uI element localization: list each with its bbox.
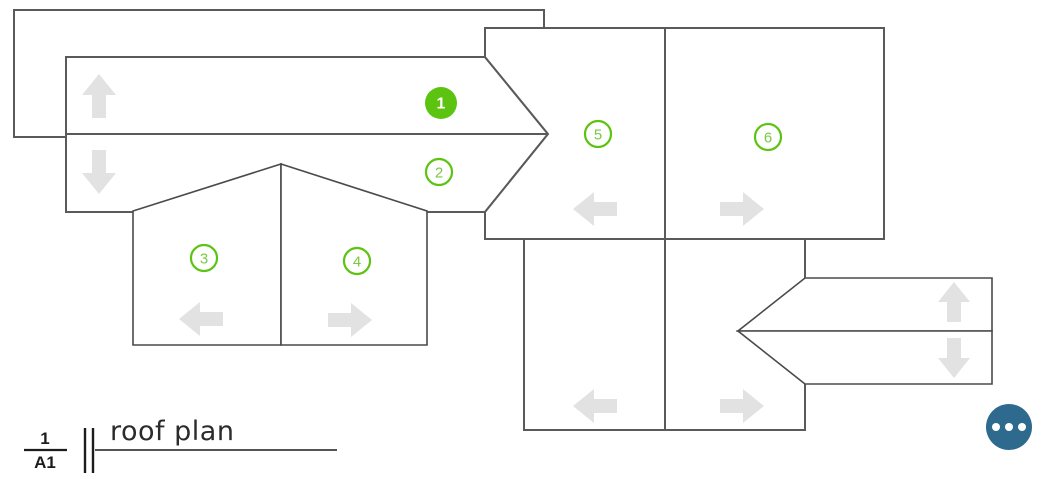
slope-arrow-left-lower-block — [573, 389, 617, 423]
more-options-dot-1 — [992, 423, 1000, 431]
roof-marker-4-label: 4 — [353, 254, 361, 271]
roof-marker-3[interactable]: 3 — [189, 243, 219, 273]
roof-marker-6-label: 6 — [764, 130, 772, 147]
slope-arrows — [82, 74, 970, 423]
roof-marker-6[interactable]: 6 — [753, 122, 783, 152]
roof-face-lower-right-east — [664, 238, 806, 431]
slope-arrow-down-east-wing — [938, 338, 970, 378]
roof-marker-3-label: 3 — [200, 251, 208, 268]
roof-face-west-band-upper — [65, 56, 551, 135]
roof-area-markers: 1 2 3 4 5 6 — [189, 87, 783, 276]
more-options-dot-2 — [1005, 423, 1013, 431]
roof-marker-4-circle[interactable] — [342, 246, 372, 276]
slope-arrow-right-upper-block — [720, 192, 764, 226]
roof-geometry — [13, 9, 993, 431]
slope-arrow-up-east-wing — [938, 282, 970, 322]
roof-face-east-wing-lower — [735, 330, 993, 385]
slope-arrow-left-upper-block — [573, 192, 617, 226]
roof-marker-5[interactable]: 5 — [583, 119, 613, 149]
roof-marker-1[interactable]: 1 — [425, 87, 457, 119]
roof-marker-1-label: 1 — [437, 96, 446, 113]
roof-marker-5-label: 5 — [594, 127, 602, 144]
drawing-title-block: 1 A1 roof plan — [24, 416, 337, 473]
roof-marker-6-circle[interactable] — [753, 122, 783, 152]
roof-marker-2-label: 2 — [435, 165, 443, 182]
slope-arrow-down-southwest — [82, 150, 116, 194]
slope-arrow-right-gable-east — [328, 303, 372, 337]
slope-arrow-left-gable-west — [179, 302, 223, 336]
title-sheet-number: A1 — [34, 453, 56, 472]
more-options-dot-3 — [1018, 423, 1026, 431]
roof-marker-4[interactable]: 4 — [342, 246, 372, 276]
roof-marker-2[interactable]: 2 — [424, 157, 454, 187]
title-label-text: roof plan — [110, 416, 234, 447]
roof-marker-5-circle[interactable] — [583, 119, 613, 149]
roof-marker-2-circle[interactable] — [424, 157, 454, 187]
more-options-button[interactable] — [986, 404, 1032, 450]
slope-arrow-right-lower-block — [720, 389, 764, 423]
slope-arrow-up-northwest — [82, 74, 116, 118]
roof-marker-1-circle[interactable] — [425, 87, 457, 119]
roof-marker-3-circle[interactable] — [189, 243, 219, 273]
title-detail-number: 1 — [40, 429, 49, 448]
